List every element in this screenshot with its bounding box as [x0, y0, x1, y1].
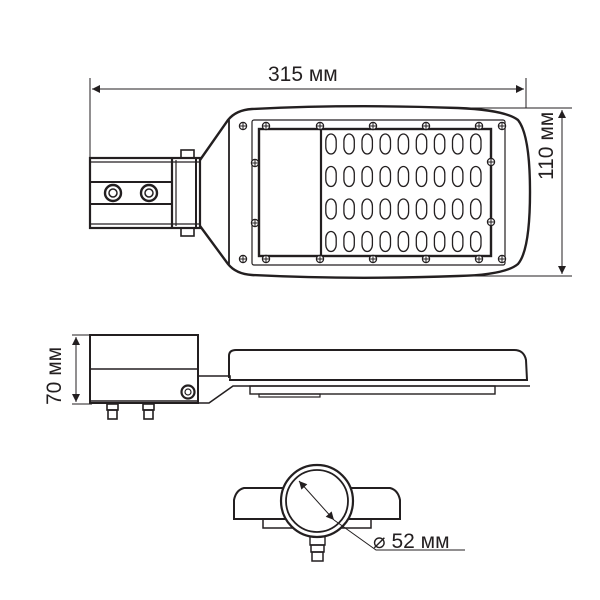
led-chip [379, 165, 392, 188]
length-dimension-label: 315 мм [268, 63, 338, 86]
led-chip [325, 133, 337, 155]
height-dimension-line [72, 334, 92, 405]
led-array [325, 133, 482, 253]
led-chip [325, 165, 337, 188]
bolt-icon [180, 384, 196, 400]
led-chip [379, 198, 392, 220]
led-chip [451, 198, 464, 220]
length-dimension-line [89, 78, 527, 160]
led-chip [469, 198, 482, 220]
led-chip [469, 165, 482, 188]
led-chip [433, 198, 446, 220]
led-chip [343, 133, 355, 155]
mount-tube-inner [285, 469, 349, 533]
led-chip [415, 165, 428, 188]
led-chip [415, 230, 428, 253]
led-chip [415, 198, 428, 220]
bolt-icon [103, 183, 123, 203]
led-chip [343, 230, 355, 253]
led-chip [397, 198, 410, 220]
led-chip [433, 230, 446, 253]
led-chip [343, 165, 355, 188]
top-view [88, 78, 572, 279]
lamp-body-side [228, 349, 529, 381]
width-dimension-label: 110 мм [535, 111, 558, 180]
lamp-body-outline [199, 105, 532, 279]
led-chip [469, 133, 482, 155]
height-dimension-label: 70 мм [43, 346, 66, 405]
led-chip [397, 133, 410, 155]
led-chip [397, 165, 410, 188]
cable-gland [142, 403, 155, 420]
led-chip [361, 133, 374, 155]
led-chip [397, 230, 410, 253]
led-chip [433, 165, 446, 188]
led-chip [343, 198, 355, 220]
side-view [72, 334, 530, 420]
led-chip [451, 133, 464, 155]
cable-gland [106, 403, 119, 420]
led-chip [451, 230, 464, 253]
led-chip [451, 165, 464, 188]
led-chip [469, 230, 482, 253]
led-chip [415, 133, 428, 155]
led-chip [325, 230, 337, 253]
led-chip [379, 230, 392, 253]
mounting-bracket-top [88, 149, 202, 237]
diameter-dimension-label: ⌀ 52 мм [373, 530, 450, 553]
led-chip [361, 230, 374, 253]
front-view [233, 463, 465, 562]
led-chip [361, 198, 374, 220]
bolt-icon [139, 183, 159, 203]
led-chip [325, 198, 337, 220]
led-chip [379, 133, 392, 155]
led-chip [361, 165, 374, 188]
led-chip [433, 133, 446, 155]
